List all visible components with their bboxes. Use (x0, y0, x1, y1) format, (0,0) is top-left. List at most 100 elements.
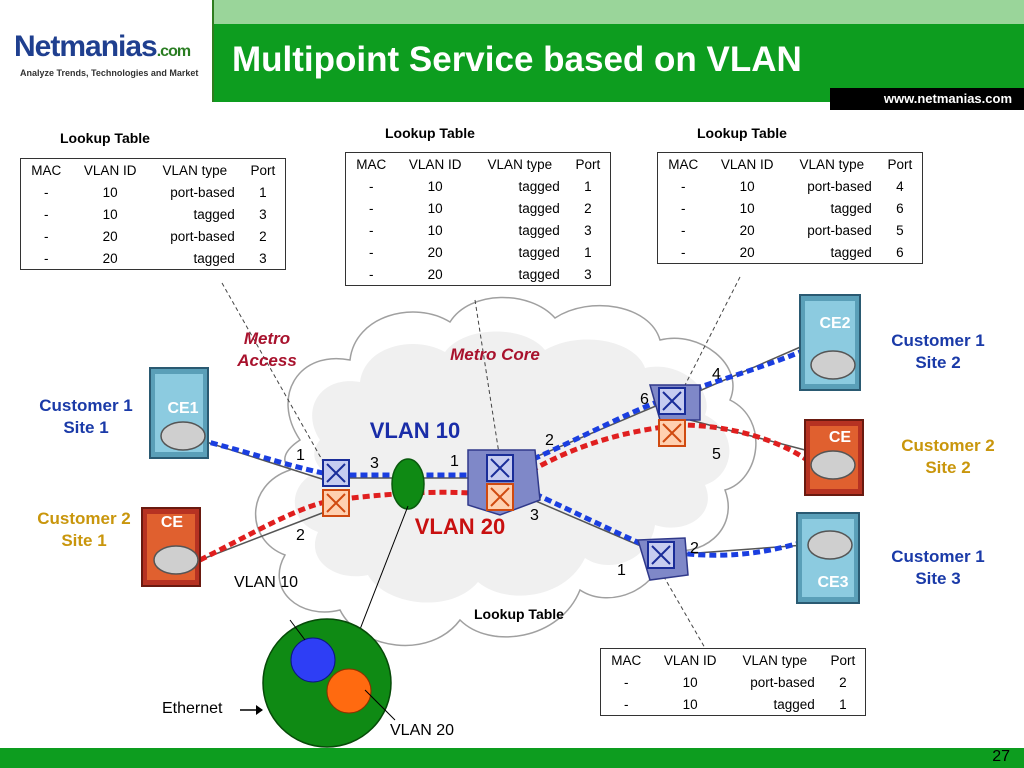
table-cell: 5 (896, 222, 904, 238)
table-cell: port-based (807, 222, 872, 238)
logo-suffix: .com (156, 43, 191, 60)
table-cell: tagged (193, 250, 235, 266)
switch-icon (637, 537, 689, 581)
leader-lines (221, 276, 741, 649)
vlan10-label: VLAN 10 (369, 418, 461, 443)
table-cell: tagged (830, 244, 872, 260)
logo-name: Netmanias (14, 30, 158, 63)
port-number: 2 (296, 527, 305, 544)
table-cell: 20 (427, 266, 443, 282)
ce3-label: CE3 (817, 574, 849, 591)
table-cell: tagged (773, 696, 815, 712)
table-cell: 20 (102, 228, 118, 244)
table-row: - 20 port-based 2 (21, 225, 286, 247)
ethernet-tunnel-icon (391, 458, 425, 510)
site-url[interactable]: www.netmanias.com (883, 91, 1012, 106)
ethernet-legend (240, 618, 396, 748)
ce-c2s1-label: CE (160, 514, 184, 531)
table-row: - 20 tagged 3 (346, 263, 611, 286)
ce2-label: CE2 (819, 315, 851, 332)
table-header-cell: VLAN ID (720, 156, 774, 172)
table-header-cell: Port (250, 162, 276, 178)
switch-icon (649, 384, 701, 447)
ce-c2s2-label: CE (828, 429, 852, 446)
legend-vlan10-label: VLAN 10 (234, 574, 299, 591)
table-header-cell: MAC (31, 162, 62, 178)
table-cell: 1 (839, 696, 847, 712)
vlan20-label: VLAN 20 (414, 514, 506, 539)
table-cell: - (368, 178, 374, 194)
table-cell: - (368, 200, 374, 216)
customer2-site1-label: Customer 2 Site 1 (37, 509, 131, 550)
table-header-cell: VLAN ID (83, 162, 137, 178)
table-cell: 10 (427, 222, 443, 238)
legend-ethernet-label: Ethernet (162, 700, 223, 717)
port-number: 2 (690, 540, 699, 557)
table-header-cell: VLAN ID (663, 652, 717, 668)
table-cell: - (368, 266, 374, 282)
top-strip (214, 0, 1024, 24)
network-diagram (141, 276, 864, 748)
port-number: 3 (370, 455, 379, 472)
table-cell: 20 (427, 244, 443, 260)
lookup-table-title: Lookup Table (474, 606, 564, 622)
table-cell: - (43, 228, 49, 244)
table-cell: tagged (518, 244, 560, 260)
table-cell: 2 (839, 674, 847, 690)
url-bar: www.netmanias.com (830, 88, 1024, 110)
switch-icon (322, 459, 350, 517)
customer2-site2-label: Customer 2 Site 2 (901, 436, 995, 477)
table-cell: - (368, 222, 374, 238)
table-header-row: MAC VLAN ID VLAN type Port (601, 649, 866, 672)
port-number: 1 (296, 447, 305, 464)
table-cell: 10 (739, 178, 755, 194)
port-number: 6 (640, 391, 649, 408)
table-header-cell: Port (830, 652, 856, 668)
table-cell: 3 (259, 206, 267, 222)
legend-vlan20-label: VLAN 20 (390, 722, 455, 739)
customer1-site3-label: Customer 1 Site 3 (891, 547, 985, 588)
lookup-table-title: Lookup Table (385, 125, 475, 141)
table-cell: 1 (584, 178, 592, 194)
metro-core-label: Metro Core (450, 345, 540, 364)
table-cell: 4 (896, 178, 904, 194)
table-cell: port-based (170, 228, 235, 244)
header: Netmanias.com Analyze Trends, Technologi… (0, 0, 1024, 110)
table-cell: 3 (584, 266, 592, 282)
table-cell: - (623, 696, 629, 712)
table-cell: 1 (259, 184, 267, 200)
table-cell: - (43, 206, 49, 222)
table-header-cell: MAC (668, 156, 699, 172)
table-header-cell: VLAN ID (408, 156, 462, 172)
table-cell: 2 (584, 200, 592, 216)
table-cell: tagged (518, 222, 560, 238)
ce1-router-icon (149, 367, 209, 459)
table-cell: 10 (427, 200, 443, 216)
table-cell: - (623, 674, 629, 690)
table-header-cell: VLAN type (742, 652, 808, 668)
table-header-cell: MAC (611, 652, 642, 668)
table-cell: tagged (518, 266, 560, 282)
table-cell: 10 (682, 674, 698, 690)
logo: Netmanias.com Analyze Trends, Technologi… (0, 0, 214, 102)
table-cell: 10 (739, 200, 755, 216)
table-cell: 2 (259, 228, 267, 244)
title-bar: Multipoint Service based on VLAN (214, 24, 1024, 102)
table-cell: 6 (896, 244, 904, 260)
logo-tagline: Analyze Trends, Technologies and Market (20, 68, 199, 78)
port-number: 1 (617, 562, 626, 579)
customer1-site2-label: Customer 1 Site 2 (891, 331, 985, 372)
lookup-table-title: Lookup Table (697, 125, 787, 141)
